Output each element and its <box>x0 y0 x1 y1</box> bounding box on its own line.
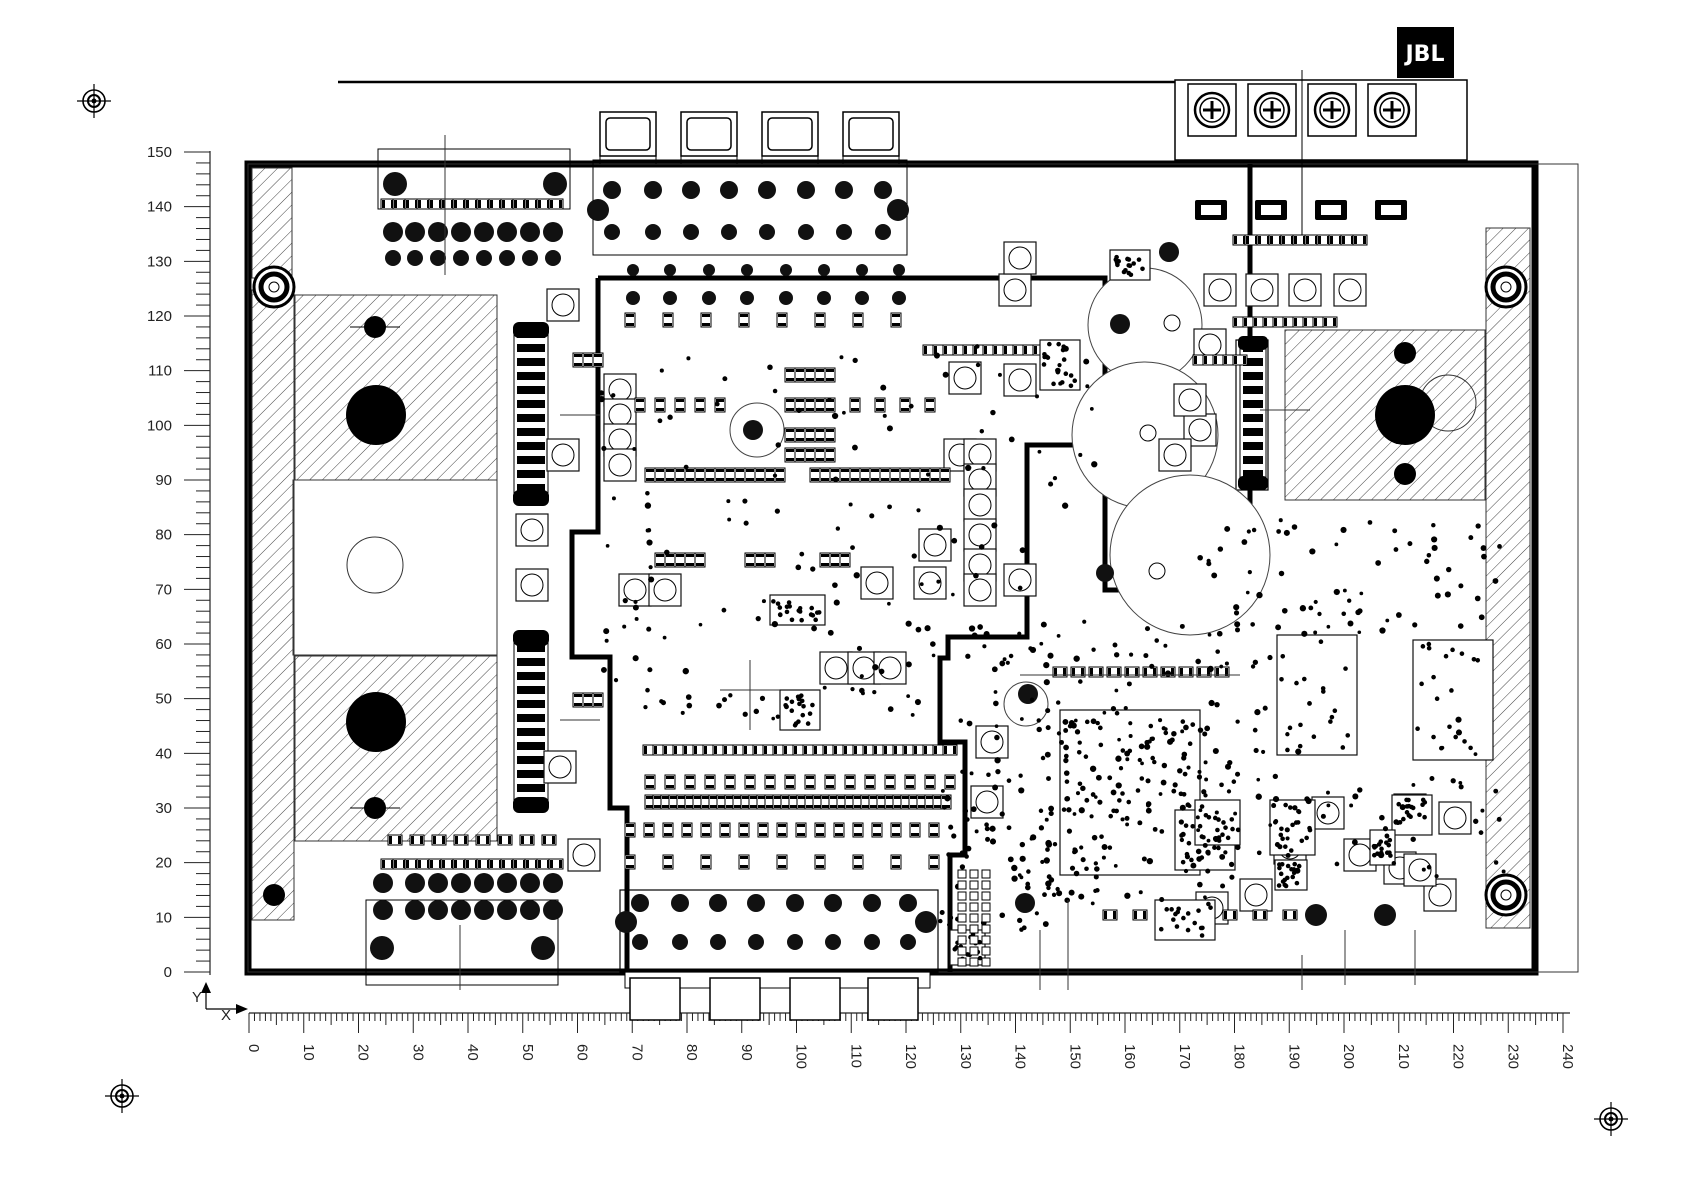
x-tick-label: 170 <box>1176 1044 1193 1069</box>
x-tick-label: 30 <box>409 1044 426 1061</box>
x-tick-label: 80 <box>683 1044 700 1061</box>
y-tick-label: 0 <box>164 964 172 981</box>
y-tick-label: 50 <box>155 691 172 708</box>
x-tick-label: 40 <box>464 1044 481 1061</box>
x-tick-label: 120 <box>902 1044 919 1069</box>
electrolytic-capacitors <box>730 268 1270 726</box>
x-axis-label: X <box>221 1007 231 1024</box>
y-tick-label: 20 <box>155 855 172 872</box>
registration-mark-icon <box>1594 1102 1628 1136</box>
x-tick-label: 130 <box>957 1044 974 1069</box>
y-tick-label: 110 <box>148 363 172 380</box>
x-tick-label: 200 <box>1340 1044 1357 1069</box>
screw-terminal-icon <box>1368 84 1416 136</box>
y-tick-label: 150 <box>147 144 172 161</box>
x-tick-label: 50 <box>519 1044 536 1061</box>
y-tick-label: 10 <box>155 909 172 926</box>
x-tick-label: 140 <box>1012 1044 1029 1069</box>
registration-mark-icon <box>105 1079 139 1113</box>
rca-jack-icon <box>843 112 899 164</box>
x-tick-label: 210 <box>1395 1044 1412 1069</box>
y-tick-label: 120 <box>147 308 172 325</box>
y-tick-label: 140 <box>147 199 172 216</box>
mounting-hole-icon <box>1486 875 1526 915</box>
y-tick-label: 70 <box>155 581 172 598</box>
y-tick-label: 130 <box>147 253 172 270</box>
y-tick-label: 30 <box>155 800 172 817</box>
x-tick-label: 180 <box>1231 1044 1248 1069</box>
x-tick-label: 230 <box>1504 1044 1521 1069</box>
speaker-terminal-block <box>1175 70 1467 245</box>
rca-jack-icon <box>600 112 656 164</box>
axis-origin-marker: Y X <box>192 982 248 1024</box>
x-tick-label: 70 <box>628 1044 645 1061</box>
x-tick-label: 100 <box>793 1044 810 1069</box>
jbl-logo: JBL <box>1397 27 1454 78</box>
x-tick-label: 160 <box>1121 1044 1138 1069</box>
bottom-rca-jacks <box>620 890 938 1020</box>
x-tick-label: 0 <box>245 1044 262 1052</box>
x-axis-ruler: 0 10 20 30 40 50 60 70 80 90 100 110 120 130 140 150 160… <box>245 1013 1576 1069</box>
y-tick-label: 80 <box>155 527 172 544</box>
x-tick-label: 20 <box>355 1044 372 1061</box>
y-tick-label: 60 <box>155 636 172 653</box>
x-tick-label: 220 <box>1450 1044 1467 1069</box>
y-tick-label: 90 <box>155 472 172 489</box>
mounting-hole-icon <box>254 267 294 307</box>
rca-jack-icon <box>762 112 818 164</box>
top-rca-jacks <box>593 112 907 255</box>
x-tick-label: 110 <box>847 1044 864 1068</box>
mounting-hole-icon <box>1486 267 1526 307</box>
screw-terminal-icon <box>1188 84 1236 136</box>
x-tick-label: 90 <box>738 1044 755 1061</box>
x-tick-label: 60 <box>574 1044 591 1061</box>
y-axis-ruler: 0 10 20 30 40 50 60 70 80 90 100 110 120 130 140 150 <box>147 144 210 981</box>
registration-mark-icon <box>77 84 111 118</box>
y-axis-label: Y <box>192 989 202 1006</box>
jbl-logo-text: JBL <box>1404 42 1445 67</box>
screw-terminal-icon <box>1248 84 1296 136</box>
screw-terminal-icon <box>1308 84 1356 136</box>
x-tick-label: 10 <box>300 1044 317 1061</box>
component-layer <box>370 135 1506 990</box>
y-tick-label: 100 <box>147 417 172 434</box>
x-tick-label: 190 <box>1285 1044 1302 1069</box>
x-tick-label: 240 <box>1559 1044 1576 1069</box>
x-tick-label: 150 <box>1066 1044 1083 1069</box>
y-tick-label: 40 <box>155 745 172 762</box>
rca-jack-icon <box>681 112 737 164</box>
